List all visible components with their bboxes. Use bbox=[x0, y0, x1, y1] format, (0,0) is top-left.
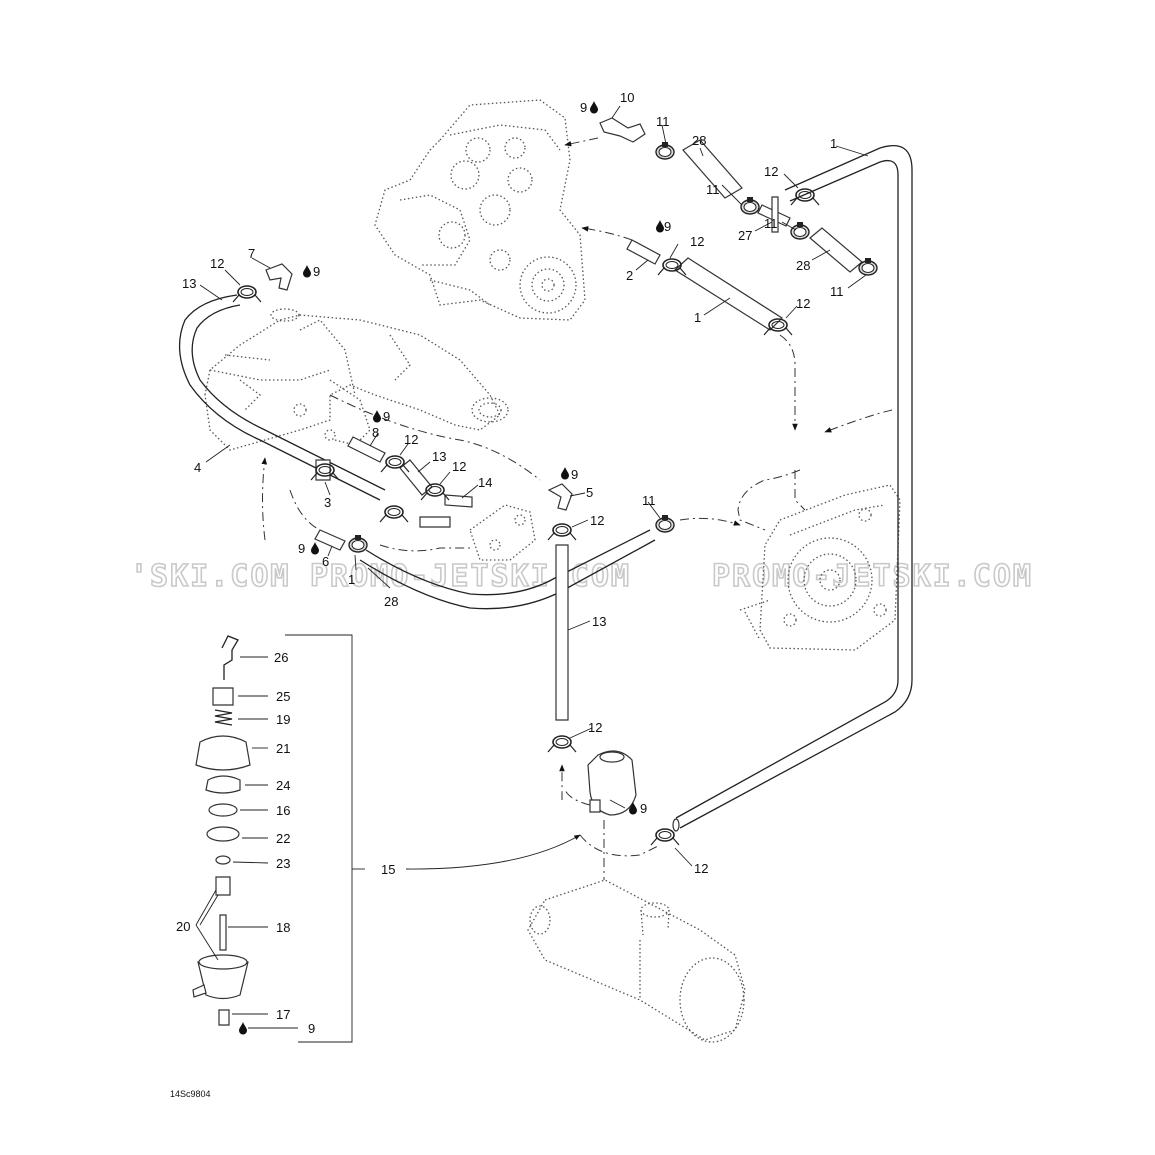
callout-17: 17 bbox=[276, 1007, 290, 1022]
callout-6: 6 bbox=[322, 554, 329, 569]
oil-drop-icon bbox=[303, 265, 311, 278]
callout-5: 5 bbox=[586, 485, 593, 500]
callout-1: 1 bbox=[694, 310, 701, 325]
callout-9: 9 bbox=[580, 100, 587, 115]
callout-9: 9 bbox=[308, 1021, 315, 1036]
callout-4: 4 bbox=[194, 460, 201, 475]
oil-drop-icon bbox=[561, 467, 569, 480]
callout-24: 24 bbox=[276, 778, 290, 793]
hoses bbox=[178, 139, 913, 832]
callout-13: 13 bbox=[182, 276, 196, 291]
callout-12: 12 bbox=[404, 432, 418, 447]
callout-11: 11 bbox=[642, 493, 656, 508]
callout-9: 9 bbox=[313, 264, 320, 279]
callout-11: 11 bbox=[764, 216, 778, 231]
oil-drop-icon bbox=[239, 1022, 247, 1035]
callout-16: 16 bbox=[276, 803, 290, 818]
engine-block bbox=[374, 99, 586, 321]
callout-19: 19 bbox=[276, 712, 290, 727]
callout-12: 12 bbox=[764, 164, 778, 179]
callout-7: 7 bbox=[248, 246, 255, 261]
callout-9: 9 bbox=[298, 541, 305, 556]
pump-housing bbox=[739, 484, 901, 651]
callout-9: 9 bbox=[571, 467, 578, 482]
callout-12: 12 bbox=[590, 513, 604, 528]
exhaust-manifold bbox=[204, 308, 509, 451]
callout-2: 2 bbox=[626, 268, 633, 283]
oil-drop-icon bbox=[373, 410, 381, 423]
callout-23: 23 bbox=[276, 856, 290, 871]
watermark-left: 'SKI.COM bbox=[130, 559, 291, 594]
callout-10: 10 bbox=[620, 90, 634, 105]
callout-9: 9 bbox=[383, 409, 390, 424]
callout-15: 15 bbox=[381, 862, 395, 877]
callout-9: 9 bbox=[640, 801, 647, 816]
oil-drop-icon bbox=[656, 220, 664, 233]
diagram-code: 14Sc9804 bbox=[170, 1089, 211, 1099]
callout-12: 12 bbox=[452, 459, 466, 474]
callout-8: 8 bbox=[372, 425, 379, 440]
callout-28: 28 bbox=[692, 133, 706, 148]
callout-11: 11 bbox=[706, 182, 720, 197]
callout-28: 28 bbox=[796, 258, 810, 273]
callout-13: 13 bbox=[432, 449, 446, 464]
callout-25: 25 bbox=[276, 689, 290, 704]
callout-1: 1 bbox=[348, 572, 355, 587]
callout-26: 26 bbox=[274, 650, 288, 665]
watermark: 'SKI.COM PROMO-JETSKI.COM PROMO-JETSKI.C… bbox=[129, 558, 1033, 595]
callout-13: 13 bbox=[592, 614, 606, 629]
callout-28: 28 bbox=[384, 594, 398, 609]
callout-14: 14 bbox=[478, 475, 492, 490]
callout-27: 27 bbox=[738, 228, 752, 243]
leader-lines bbox=[195, 105, 869, 1029]
callout-11: 11 bbox=[830, 284, 844, 299]
callout-12: 12 bbox=[690, 234, 704, 249]
callout-12: 12 bbox=[796, 296, 810, 311]
callout-22: 22 bbox=[276, 831, 290, 846]
mounting-bracket bbox=[469, 504, 536, 561]
callout-12: 12 bbox=[588, 720, 602, 735]
regulator-exploded bbox=[192, 634, 353, 1043]
callout-18: 18 bbox=[276, 920, 290, 935]
callout-1: 1 bbox=[830, 136, 837, 151]
muffler-tank bbox=[527, 879, 746, 1043]
callout-12: 12 bbox=[694, 861, 708, 876]
callout-12: 12 bbox=[210, 256, 224, 271]
callout-labels: 9 10 11 28 1 12 11 27 11 28 11 9 12 2 1 … bbox=[176, 90, 844, 1036]
watermark-right: PROMO-JETSKI.COM bbox=[712, 559, 1033, 594]
watermark-middle: PROMO-JETSKI.COM bbox=[310, 559, 631, 594]
water-routing bbox=[261, 137, 893, 880]
callout-21: 21 bbox=[276, 741, 290, 756]
callout-11: 11 bbox=[656, 114, 670, 129]
oil-drop-icon bbox=[311, 542, 319, 555]
oil-drop-icon bbox=[590, 101, 598, 114]
callout-9: 9 bbox=[664, 219, 671, 234]
callout-20: 20 bbox=[176, 919, 190, 934]
fittings bbox=[265, 117, 791, 816]
callout-3: 3 bbox=[324, 495, 331, 510]
